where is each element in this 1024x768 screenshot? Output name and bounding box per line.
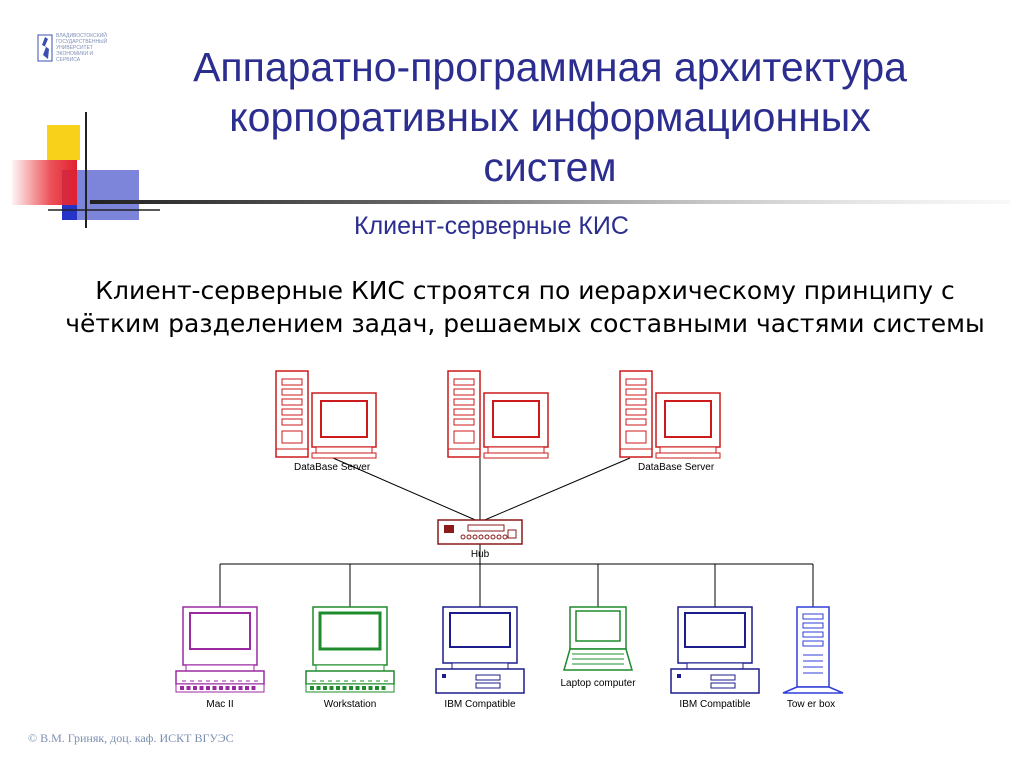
client-label: Mac II — [206, 699, 233, 710]
server-link — [332, 457, 481, 523]
logo-line: УНИВЕРСИТЕТ — [56, 45, 93, 51]
tower-computer-icon — [782, 606, 844, 694]
title-line: корпоративных информационных — [229, 94, 871, 140]
server-label: DataBase Server — [638, 462, 715, 473]
hub-label: Hub — [471, 549, 490, 560]
header-divider-line — [90, 200, 1010, 204]
slide-subtitle: Клиент-серверные КИС — [354, 212, 629, 240]
body-line: Клиент-серверные КИС строятся по иерархи… — [95, 276, 955, 305]
logo-line: СЕРВИСА — [56, 57, 81, 63]
mac-computer-icon — [175, 606, 265, 693]
database-server-icon — [447, 370, 549, 459]
server-link — [479, 457, 631, 523]
workstation-computer-icon — [305, 606, 395, 693]
slide-title: Аппаратно-программная архитектура корпор… — [140, 42, 960, 192]
database-server-icon: DataBase Server — [619, 370, 721, 473]
client-label: Tow er box — [787, 699, 835, 710]
ibm-computer-icon — [435, 606, 525, 694]
university-logo-icon — [37, 34, 53, 62]
title-line: Аппаратно-программная архитектура — [193, 44, 907, 90]
laptop-computer-icon — [563, 606, 633, 671]
client-label: IBM Compatible — [679, 699, 751, 710]
connection-lines — [219, 457, 814, 608]
logo-line: ЭКОНОМИКИ И — [56, 51, 94, 57]
logo-line: ВЛАДИВОСТОКСКИЙ — [56, 33, 107, 39]
body-line: чётким разделением задач, решаемых соста… — [65, 309, 985, 338]
client-label: Workstation — [324, 699, 377, 710]
hub-icon — [437, 519, 523, 545]
footer-copyright: © В.М. Гриняк, доц. каф. ИСКТ ВГУЭС — [28, 731, 234, 745]
database-server-icon: DataBase Server — [275, 370, 377, 473]
logo-line: ГОСУДАРСТВЕННЫЙ — [56, 39, 108, 45]
client-label: IBM Compatible — [444, 699, 516, 710]
body-text: Клиент-серверные КИС строятся по иерархи… — [60, 274, 990, 340]
university-logo-text: ВЛАДИВОСТОКСКИЙ ГОСУДАРСТВЕННЫЙ УНИВЕРСИ… — [56, 33, 126, 63]
ibm-computer-icon — [670, 606, 760, 694]
title-line: систем — [483, 144, 617, 190]
decorative-squares — [12, 112, 160, 228]
client-label: Laptop computer — [560, 678, 636, 689]
server-label: DataBase Server — [294, 462, 371, 473]
